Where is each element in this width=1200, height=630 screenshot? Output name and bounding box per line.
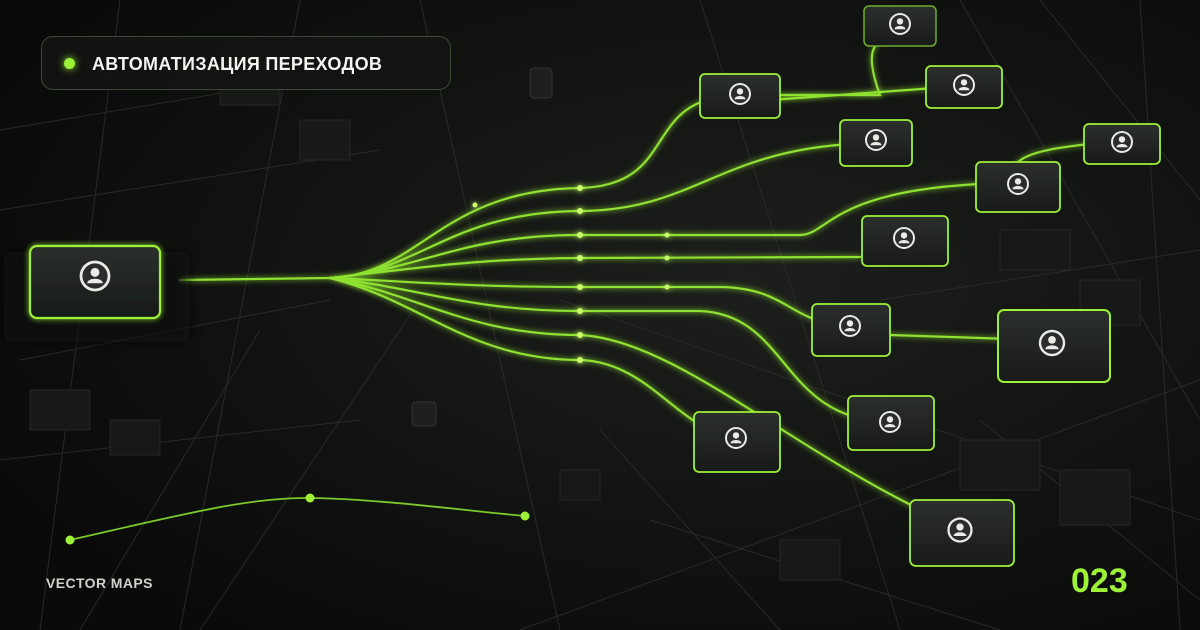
user-node (693, 411, 781, 473)
green-dot-icon (64, 58, 75, 69)
user-avatar-icon (889, 13, 911, 35)
user-avatar-icon (79, 260, 111, 292)
user-avatar-icon (893, 227, 915, 249)
branch-line (328, 276, 962, 530)
user-avatar-icon (725, 427, 747, 449)
decorative-curve (65, 493, 530, 545)
user-avatar-icon (865, 129, 887, 151)
map-landmark (529, 67, 553, 99)
user-avatar-icon (879, 411, 901, 433)
user-avatar-icon (839, 315, 861, 337)
destination-nodes (693, 5, 1161, 567)
brand-label: VECTOR MAPS (46, 575, 153, 591)
trunk-line (178, 276, 332, 282)
city-block-texture (29, 59, 1141, 581)
user-node (811, 303, 891, 357)
title-badge: АВТОМАТИЗАЦИЯ ПЕРЕХОДОВ (41, 36, 451, 90)
user-node (847, 395, 935, 451)
signal-dots (472, 185, 670, 363)
page-title: АВТОМАТИЗАЦИЯ ПЕРЕХОДОВ (92, 54, 383, 74)
user-avatar-icon (729, 83, 751, 105)
user-node (925, 65, 1003, 109)
branch-line (328, 181, 1017, 280)
user-node (699, 73, 781, 119)
user-node (839, 119, 913, 167)
user-node (1083, 123, 1161, 165)
user-avatar-icon (1038, 329, 1066, 357)
user-node (975, 161, 1061, 213)
user-node (997, 309, 1111, 383)
user-avatar-icon (947, 517, 973, 543)
user-avatar-icon (1007, 173, 1029, 195)
branch-line (328, 255, 862, 280)
page-number: 023 (1071, 562, 1128, 600)
map-landmark (411, 401, 437, 427)
user-node (909, 499, 1015, 567)
user-avatar-icon (953, 74, 975, 96)
user-node (863, 5, 937, 47)
source-node (4, 244, 189, 342)
branch-line (328, 276, 892, 424)
user-avatar-icon (1111, 131, 1133, 153)
user-node (861, 215, 949, 267)
